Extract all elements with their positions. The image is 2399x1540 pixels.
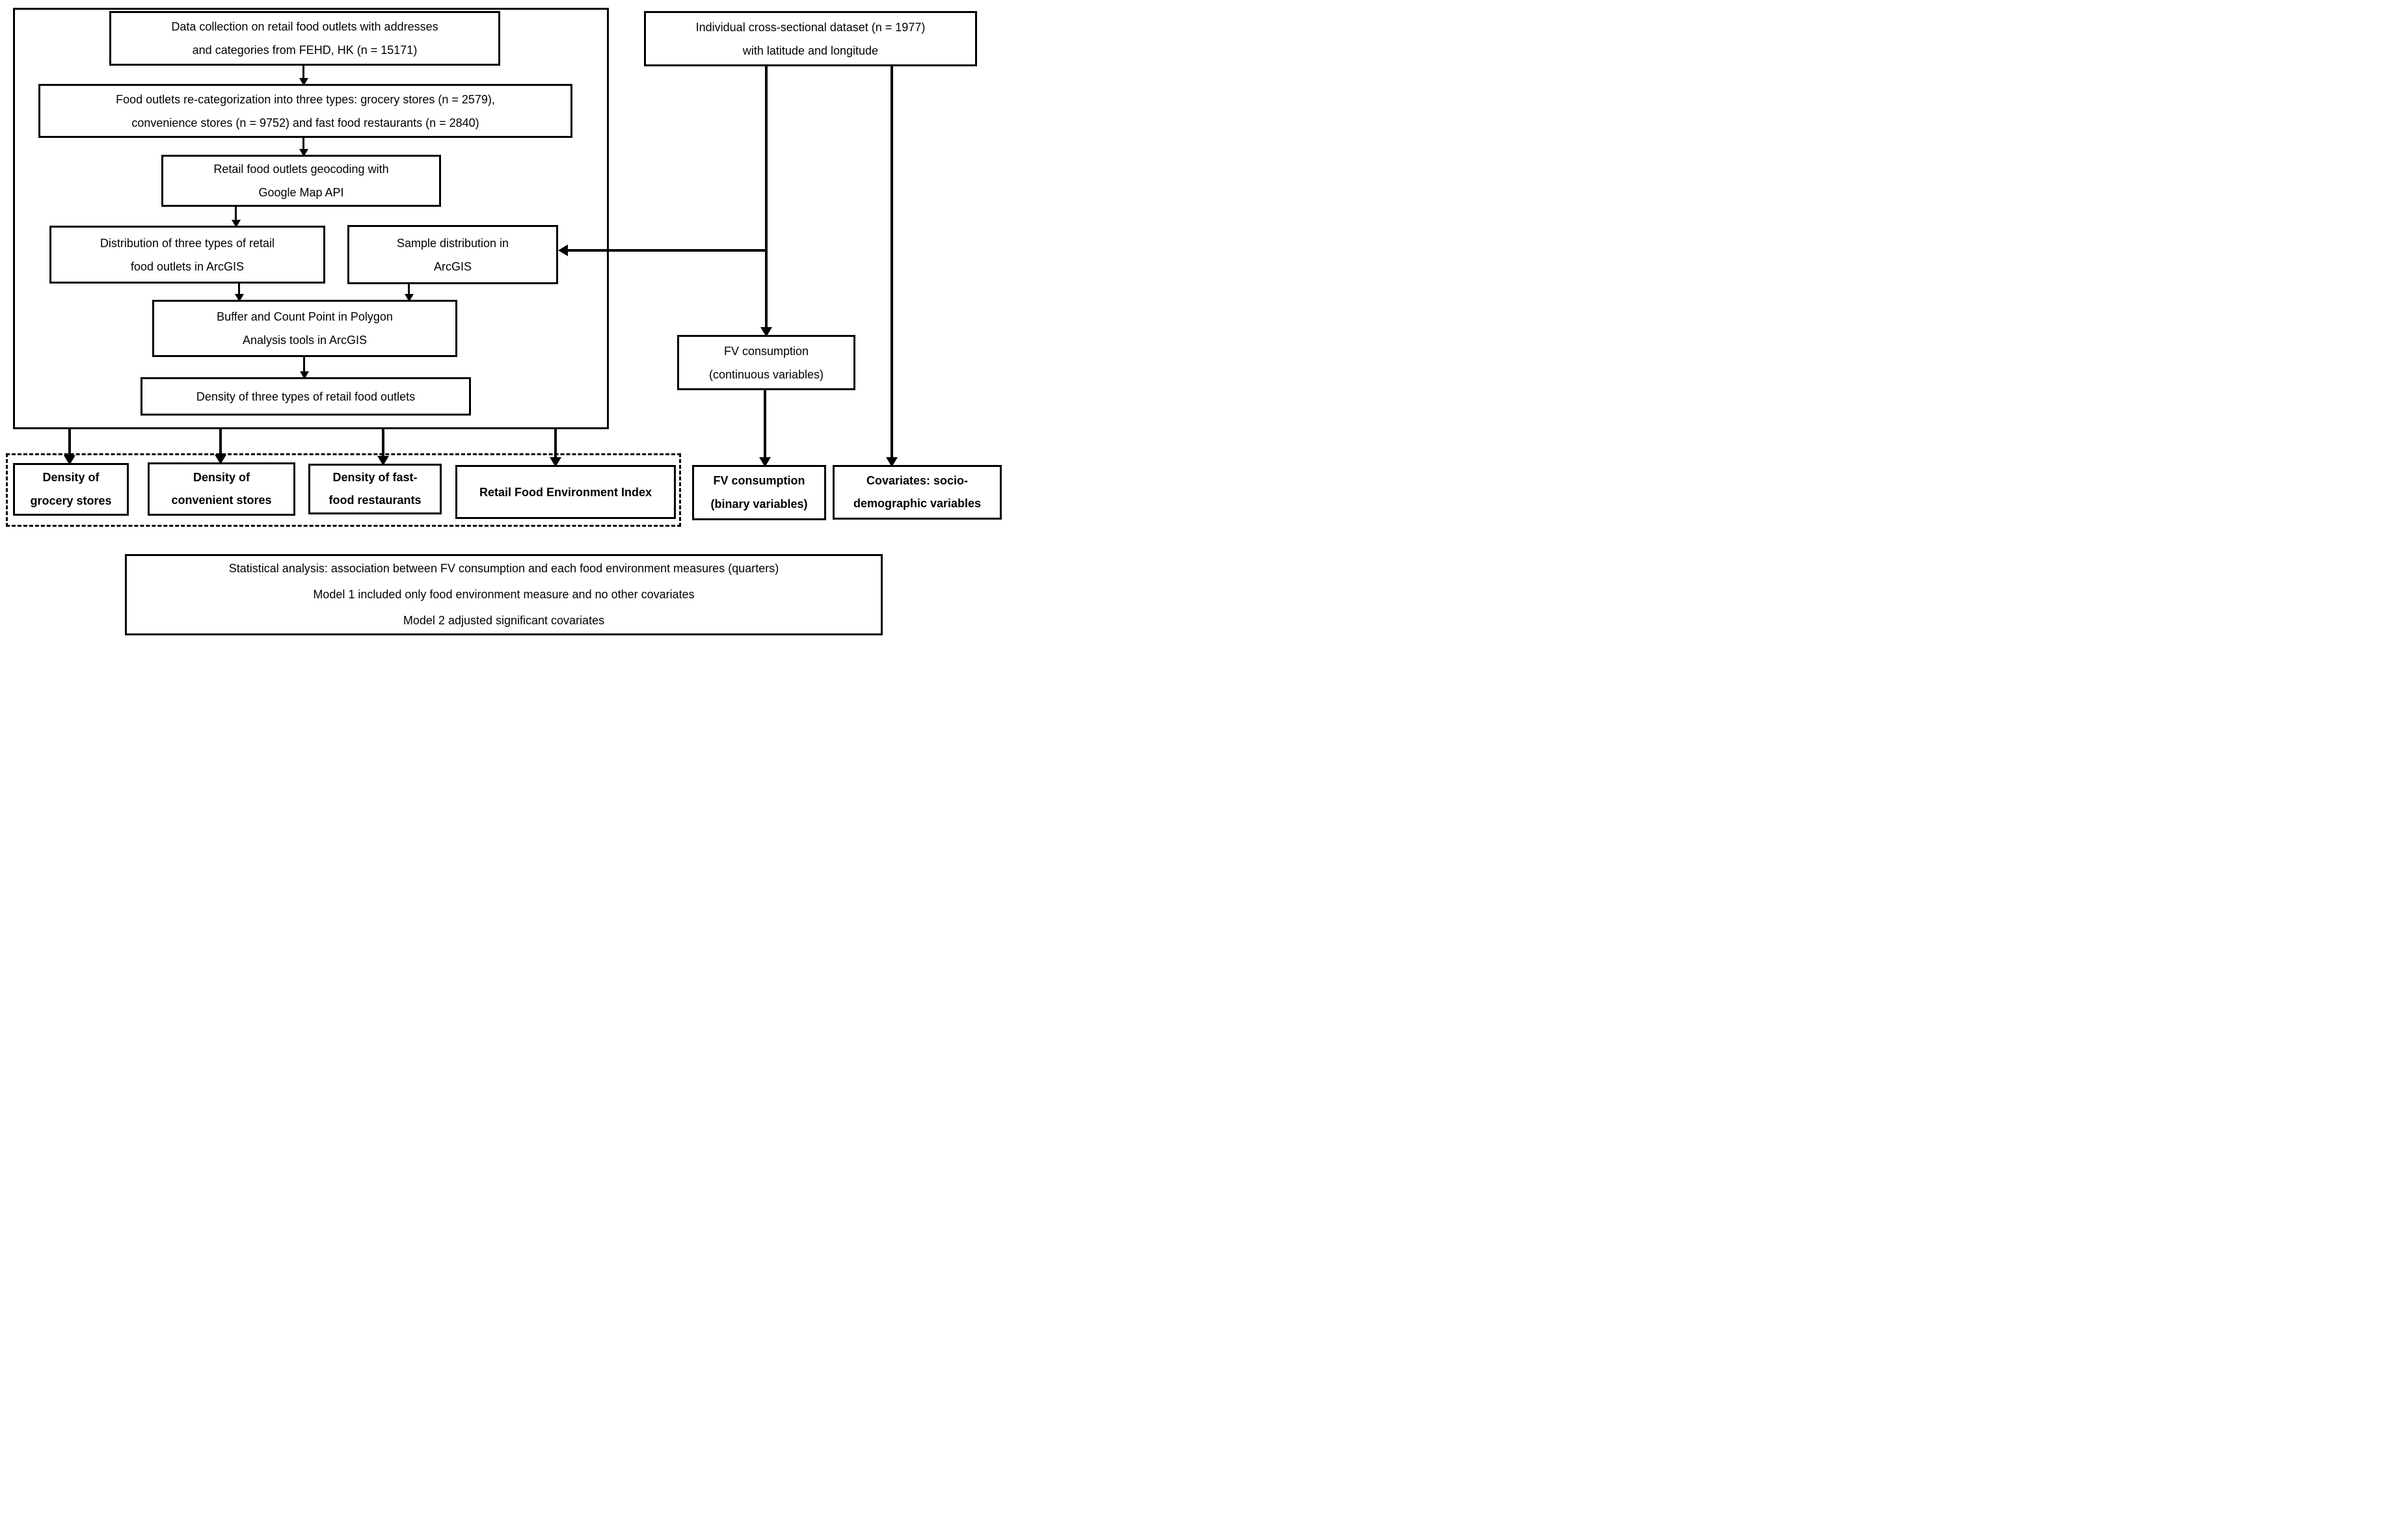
- arrow-shaft: [567, 249, 768, 252]
- arrow-shaft: [302, 138, 304, 151]
- individual-dataset-box: Individual cross-sectional dataset (n = …: [644, 11, 977, 66]
- density-three-types-box: Density of three types of retail food ou…: [141, 377, 471, 416]
- arrow-shaft: [408, 284, 410, 295]
- stats-line-1: Statistical analysis: association betwee…: [228, 562, 779, 576]
- stats-line-2: Model 1 included only food environment m…: [313, 587, 695, 601]
- data-collection-box: Data collection on retail food outlets w…: [109, 11, 500, 66]
- arrow-shaft: [235, 207, 237, 221]
- geocoding-box: Retail food outlets geocoding with Googl…: [161, 155, 441, 207]
- arrow-shaft: [891, 66, 893, 458]
- arrow-shaft: [765, 66, 768, 328]
- arrow-head: [235, 294, 244, 302]
- arrow-head: [760, 327, 772, 337]
- food-environment-measures-dashed-box: [6, 453, 681, 527]
- arrow-head: [886, 457, 898, 467]
- buffer-count-box: Buffer and Count Point in Polygon Analys…: [152, 300, 457, 357]
- arrow-shaft: [68, 429, 71, 457]
- recategorization-box: Food outlets re-categorization into thre…: [38, 84, 572, 138]
- arrow-shaft: [238, 284, 240, 295]
- arrow-head: [377, 456, 389, 466]
- arrow-shaft: [554, 429, 557, 458]
- statistical-analysis-box: Statistical analysis: association betwee…: [125, 554, 883, 635]
- gis-flow-container-box: [13, 8, 609, 429]
- density-grocery-box: Density of grocery stores: [13, 463, 129, 516]
- flowchart-diagram: Data collection on retail food outlets w…: [0, 0, 1004, 645]
- density-fastfood-box: Density of fast- food restaurants: [308, 464, 442, 514]
- arrow-head: [759, 457, 771, 467]
- arrow-head: [299, 149, 308, 157]
- arrow-head: [232, 220, 241, 228]
- stats-line-3: Model 2 adjusted significant covariates: [403, 613, 605, 627]
- arrow-shaft: [302, 66, 304, 80]
- arrow-shaft: [382, 429, 384, 457]
- density-convenient-box: Density of convenient stores: [148, 462, 295, 516]
- arrow-head: [215, 455, 226, 464]
- fv-binary-box: FV consumption (binary variables): [692, 465, 826, 520]
- arrow-head: [300, 371, 309, 379]
- fv-continuous-box: FV consumption (continuous variables): [677, 335, 855, 390]
- arrow-head: [558, 245, 568, 256]
- covariates-box: Covariates: socio- demographic variables: [833, 465, 1002, 520]
- arrow-shaft: [303, 357, 305, 373]
- arrow-shaft: [764, 390, 766, 458]
- arrow-head: [64, 455, 75, 465]
- rfei-box: Retail Food Environment Index: [455, 465, 676, 519]
- arrow-shaft: [219, 429, 222, 456]
- arrow-head: [299, 78, 308, 86]
- arrow-head: [405, 294, 414, 302]
- distribution-outlets-box: Distribution of three types of retail fo…: [49, 226, 325, 284]
- sample-distribution-box: Sample distribution in ArcGIS: [347, 225, 558, 284]
- arrow-head: [550, 457, 561, 467]
